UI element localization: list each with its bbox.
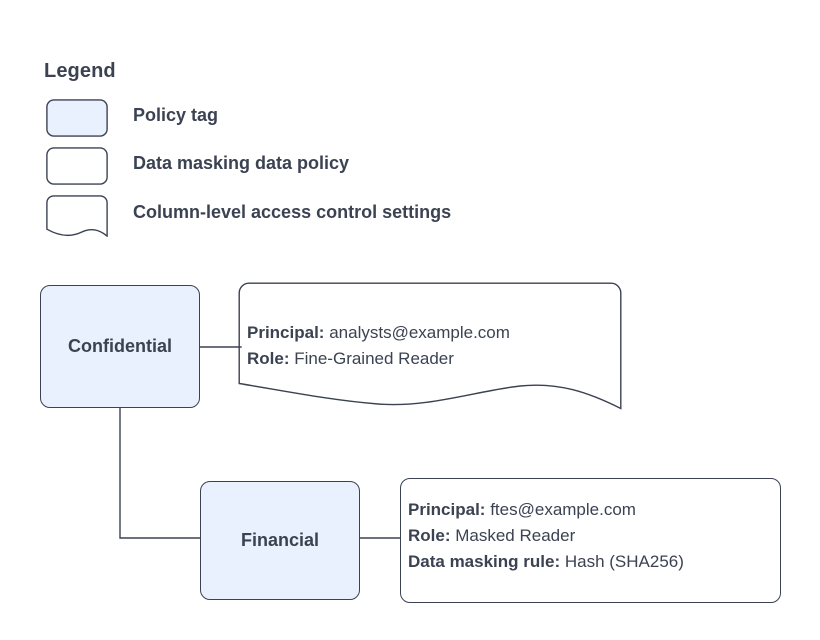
node-financial-label: Financial: [240, 530, 320, 550]
callout-line-key: Principal:: [247, 323, 325, 342]
callout-line-key: Role:: [247, 349, 290, 368]
callout-line: Principal: analysts@example.com: [247, 320, 510, 346]
callout-line-key: Principal:: [408, 500, 486, 519]
node-financial[interactable]: Financial: [200, 481, 360, 600]
callout-line-value: ftes@example.com: [490, 500, 636, 519]
node-confidential-label: Confidential: [68, 336, 172, 356]
callout-line-key: Data masking rule:: [408, 552, 561, 571]
connector-confidential-to-financial: [119, 407, 201, 539]
callout-line-value: Masked Reader: [455, 526, 576, 545]
legend-label-policy-tag: Policy tag: [133, 105, 219, 125]
callout-confidential-settings-text: Principal: analysts@example.com Role: Fi…: [247, 320, 510, 372]
callout-line-value: analysts@example.com: [329, 323, 510, 342]
legend-label-column-access-settings: Column-level access control settings: [133, 202, 452, 222]
callout-line: Data masking rule: Hash (SHA256): [408, 549, 684, 575]
legend-title: Legend: [44, 60, 116, 82]
callout-line: Role: Fine-Grained Reader: [247, 346, 510, 372]
callout-confidential-settings-shape: [238, 282, 622, 410]
callout-financial-policy-text: Principal: ftes@example.com Role: Masked…: [408, 497, 684, 575]
callout-line-value: Fine-Grained Reader: [294, 349, 454, 368]
callout-financial-policy-shape: [400, 478, 781, 603]
legend-swatch-column-access-settings: [46, 195, 108, 237]
callout-line: Role: Masked Reader: [408, 523, 684, 549]
legend-swatch-data-masking-policy: [46, 147, 108, 185]
legend-label-data-masking-policy: Data masking data policy: [133, 153, 350, 173]
callout-line-value: Hash (SHA256): [564, 552, 684, 571]
node-confidential[interactable]: Confidential: [40, 285, 200, 408]
legend-swatch-policy-tag: [46, 99, 108, 137]
callout-line: Principal: ftes@example.com: [408, 497, 684, 523]
callout-line-key: Role:: [408, 526, 451, 545]
